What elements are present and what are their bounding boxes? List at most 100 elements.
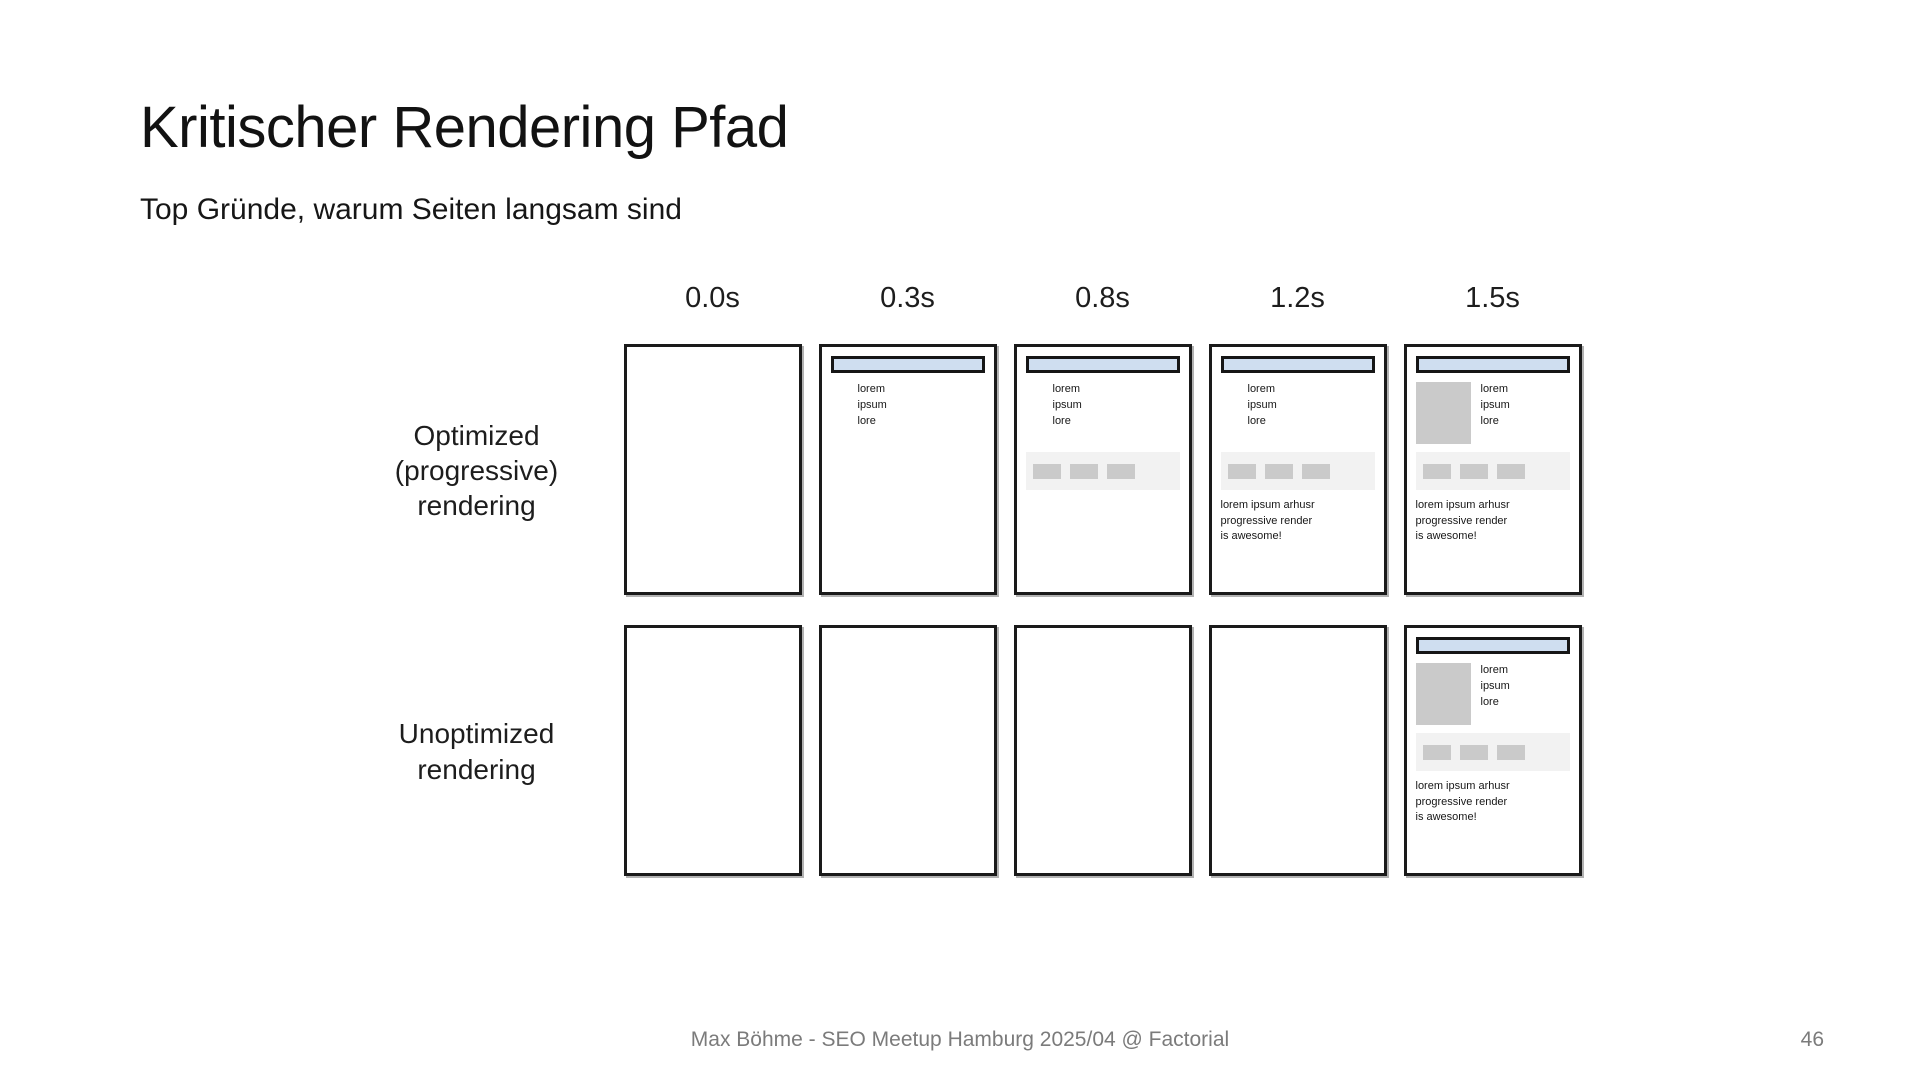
hero-text-line: lorem	[1480, 383, 1509, 395]
footer-attribution: Max Böhme - SEO Meetup Hamburg 2025/04 @…	[690, 1028, 1230, 1051]
paragraph-line: progressive render	[1415, 795, 1508, 808]
row-label-line: rendering	[417, 753, 536, 785]
wireframe-paragraph: lorem ipsum arhusr progressive render is a…	[1416, 779, 1570, 826]
wireframe-nav-bar	[1415, 356, 1570, 373]
hero-text-line: ipsum	[1480, 398, 1510, 411]
paragraph-line: lorem ipsum arhusr	[1220, 499, 1315, 511]
image-placeholder	[1415, 663, 1471, 725]
chip-placeholder	[1496, 744, 1525, 760]
wireframe-nav-bar	[1025, 356, 1180, 373]
hero-text-line: ipsum	[1052, 398, 1082, 411]
chip-placeholder	[1496, 463, 1525, 479]
row-label-line: rendering	[417, 490, 536, 522]
wireframe-paragraph: lorem ipsum arhusr progressive render is a…	[1416, 498, 1570, 545]
chip-placeholder	[1106, 463, 1135, 479]
wireframe-hero-text: lorem ipsum lore	[1221, 382, 1375, 445]
page-subtitle: Top Gründe, warum Seiten langsam sind	[140, 193, 682, 226]
wireframe-chip-band	[1415, 452, 1570, 490]
wireframe-hero: lorem ipsum lore	[1415, 663, 1570, 726]
frame-slot	[1200, 625, 1395, 878]
wireframe-frame: lorem ipsum lore lorem ipsum arhusr progress…	[1208, 344, 1387, 595]
wireframe-nav-bar	[1220, 356, 1375, 373]
chip-placeholder	[1301, 463, 1330, 479]
wireframe-frame: lorem ipsum lore lorem ipsum arhusr progress…	[1403, 625, 1582, 876]
wireframe-hero: lorem ipsum lore	[1415, 382, 1570, 445]
row-label-unoptimized: Unoptimized rendering	[360, 716, 615, 787]
hero-text-line: lore	[1052, 414, 1071, 427]
hero-text-line: ipsum	[1247, 398, 1277, 411]
wireframe-frame	[1208, 625, 1387, 876]
paragraph-line: progressive render	[1220, 514, 1313, 527]
paragraph-line: lorem ipsum arhusr	[1415, 499, 1510, 511]
rendering-timeline-diagram: 0.0s 0.3s 0.8s 1.2s 1.5s Optimized (prog…	[360, 282, 1590, 922]
wireframe-frame: lorem ipsum lore	[1013, 344, 1192, 595]
hero-text-line: lorem	[857, 383, 886, 395]
paragraph-line: is awesome!	[1415, 530, 1477, 543]
frame-slot: lorem ipsum lore lorem ipsum arhusr progress…	[1395, 344, 1590, 597]
frame-slot	[1005, 625, 1200, 878]
wireframe-chip-band	[1220, 452, 1375, 490]
paragraph-line: progressive render	[1415, 514, 1508, 527]
wireframe-hero-text: lorem ipsum lore	[1481, 382, 1570, 445]
hero-text-line: lore	[1480, 414, 1499, 427]
hero-text-line: lore	[1247, 414, 1266, 427]
chip-placeholder	[1032, 463, 1061, 479]
paragraph-line: lorem ipsum arhusr	[1415, 780, 1510, 792]
wireframe-chip-band	[1025, 452, 1180, 490]
wireframe-hero-text: lorem ipsum lore	[831, 382, 985, 445]
frame-slot: lorem ipsum lore lorem ipsum arhusr progress…	[1395, 625, 1590, 878]
timeline-tick-2: 0.8s	[1075, 282, 1130, 314]
hero-text-line: ipsum	[1480, 679, 1510, 692]
row-label-line: (progressive)	[394, 454, 559, 486]
wireframe-nav-bar	[830, 356, 985, 373]
frame-slot: lorem ipsum lore	[1005, 344, 1200, 597]
wireframe-hero-text: lorem ipsum lore	[1026, 382, 1180, 445]
frame-slot	[615, 625, 810, 878]
wireframe-hero: lorem ipsum lore	[1026, 382, 1180, 445]
timeline-tick-4: 1.5s	[1465, 282, 1520, 314]
frame-slot: lorem ipsum lore lorem ipsum arhusr progress…	[1200, 344, 1395, 597]
paragraph-line: is awesome!	[1415, 811, 1477, 824]
row-label-optimized: Optimized (progressive) rendering	[360, 418, 615, 524]
timeline-tick-1: 0.3s	[880, 282, 935, 314]
paragraph-line: is awesome!	[1220, 530, 1282, 543]
wireframe-paragraph: lorem ipsum arhusr progressive render is a…	[1221, 498, 1375, 545]
chip-placeholder	[1227, 463, 1256, 479]
row-label-line: Optimized	[413, 419, 540, 451]
timeline-tick-0: 0.0s	[685, 282, 740, 314]
chip-placeholder	[1264, 463, 1293, 479]
wireframe-nav-bar	[1415, 637, 1570, 654]
frame-strip-unoptimized: lorem ipsum lore lorem ipsum arhusr progress…	[615, 625, 1590, 878]
timeline-tick-3: 1.2s	[1270, 282, 1325, 314]
page-title: Kritischer Rendering Pfad	[140, 95, 789, 160]
chip-placeholder	[1459, 463, 1488, 479]
chip-placeholder	[1459, 744, 1488, 760]
wireframe-frame	[623, 625, 802, 876]
wireframe-frame	[623, 344, 802, 595]
timeline-header: 0.0s 0.3s 0.8s 1.2s 1.5s	[615, 282, 1590, 330]
image-placeholder	[1415, 382, 1471, 444]
hero-text-line: lore	[1480, 695, 1499, 708]
chip-placeholder	[1422, 463, 1451, 479]
hero-text-line: ipsum	[857, 398, 887, 411]
chip-placeholder	[1069, 463, 1098, 479]
wireframe-hero: lorem ipsum lore	[831, 382, 985, 445]
frame-slot: lorem ipsum lore	[810, 344, 1005, 597]
page-number: 46	[1800, 1028, 1824, 1051]
wireframe-frame: lorem ipsum lore	[818, 344, 997, 595]
frame-slot	[810, 625, 1005, 878]
wireframe-hero-text: lorem ipsum lore	[1481, 663, 1570, 726]
wireframe-chip-band	[1415, 733, 1570, 771]
diagram-row-optimized: Optimized (progressive) rendering lorem i…	[360, 344, 1590, 597]
hero-text-line: lorem	[1052, 383, 1081, 395]
hero-text-line: lore	[857, 414, 876, 427]
hero-text-line: lorem	[1480, 664, 1509, 676]
wireframe-frame	[1013, 625, 1192, 876]
hero-text-line: lorem	[1247, 383, 1276, 395]
frame-slot	[615, 344, 810, 597]
wireframe-hero: lorem ipsum lore	[1221, 382, 1375, 445]
row-label-line: Unoptimized	[398, 718, 555, 750]
